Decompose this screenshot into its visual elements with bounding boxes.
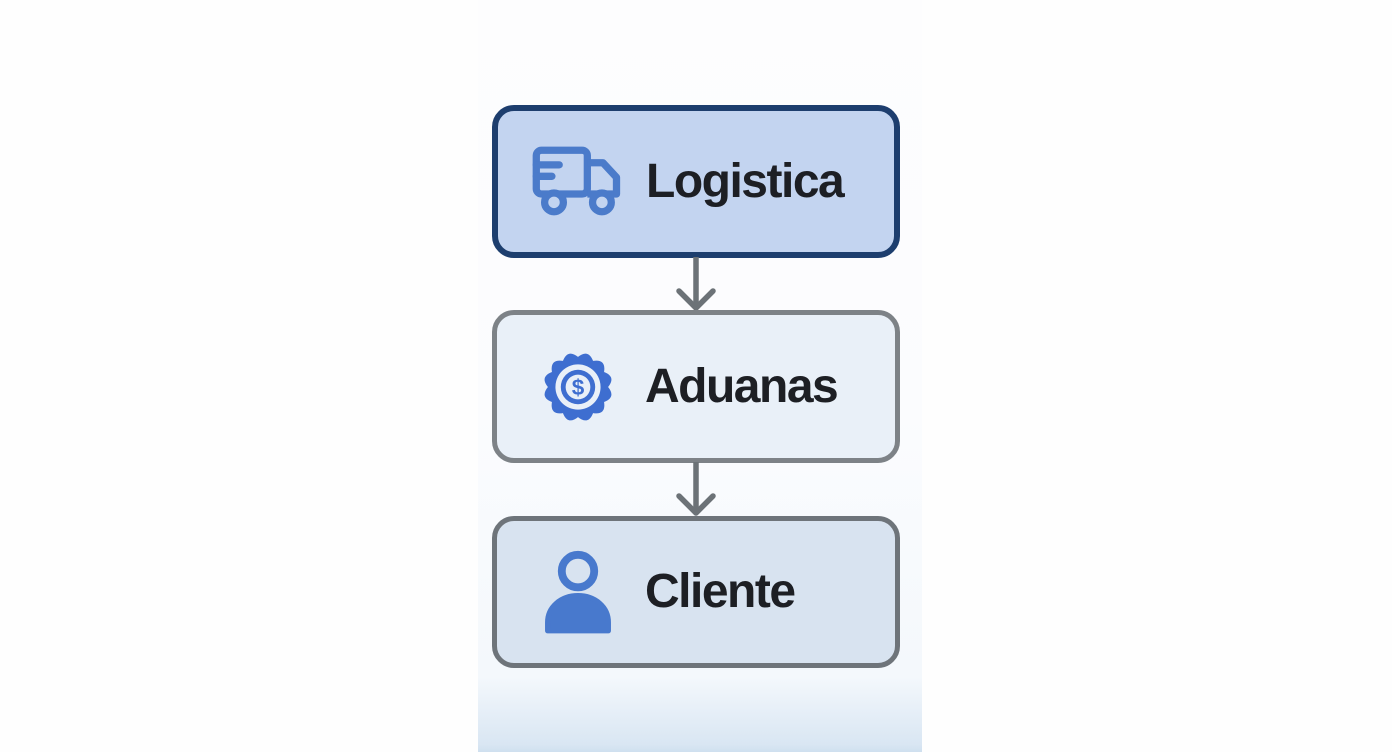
node-aduanas: $ Aduanas: [492, 310, 900, 463]
person-icon: [527, 547, 629, 637]
arrow-aduanas-to-cliente: [676, 462, 716, 516]
node-cliente-label: Cliente: [645, 565, 796, 618]
node-cliente: Cliente: [492, 516, 900, 668]
arrow-logistica-to-aduanas: [676, 257, 716, 311]
badge-dollar-icon: $: [527, 344, 629, 430]
truck-icon: [528, 144, 630, 219]
node-logistica-label: Logistica: [646, 154, 845, 208]
node-aduanas-label: Aduanas: [645, 359, 839, 413]
dollar-symbol: $: [572, 375, 585, 400]
node-logistica: Logistica: [492, 105, 900, 258]
